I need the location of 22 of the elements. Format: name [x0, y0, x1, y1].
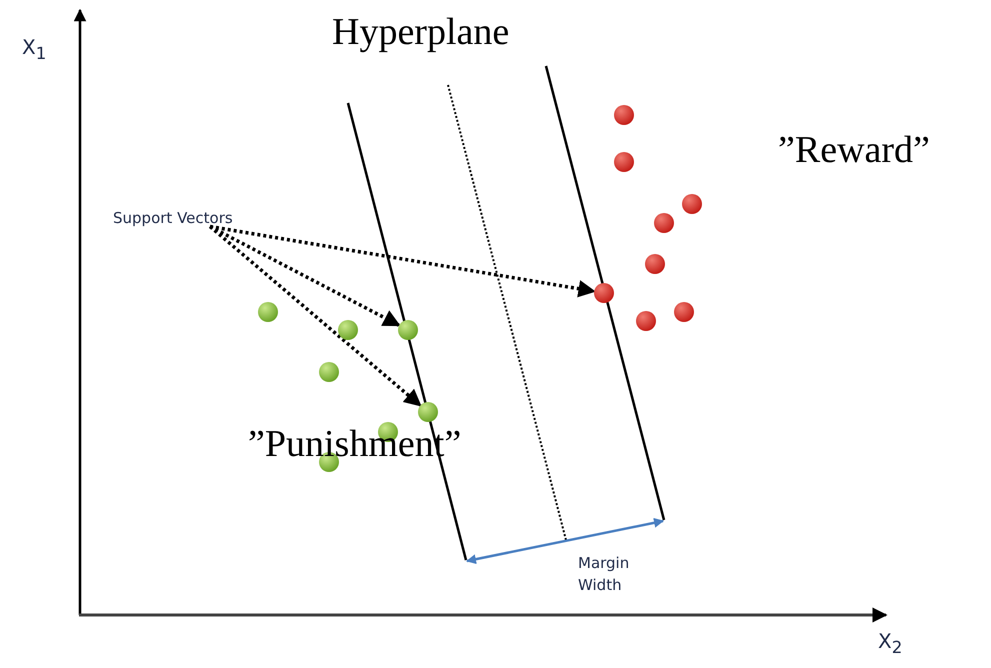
data-point [645, 254, 665, 274]
data-point [682, 194, 702, 214]
data-point [594, 283, 614, 303]
arrow [208, 225, 422, 407]
dimension-label: Margin Width [578, 553, 630, 596]
data-point [338, 320, 358, 340]
data-point [614, 152, 634, 172]
data-point [674, 302, 694, 322]
data-point [319, 362, 339, 382]
class-label: ”Reward” [778, 130, 930, 172]
annotation-label: Support Vectors [113, 210, 233, 226]
data-point [654, 213, 674, 233]
data-point [636, 311, 656, 331]
axis-label: X$_{2}$ [878, 630, 902, 658]
axis-label: X$_{1}$ [22, 36, 46, 64]
data-point [614, 105, 634, 125]
arrow [209, 224, 401, 327]
data-point [398, 320, 418, 340]
title-label: Hyperplane [332, 12, 510, 54]
data-point [258, 302, 278, 322]
arrow [210, 224, 596, 298]
data-point [418, 402, 438, 422]
